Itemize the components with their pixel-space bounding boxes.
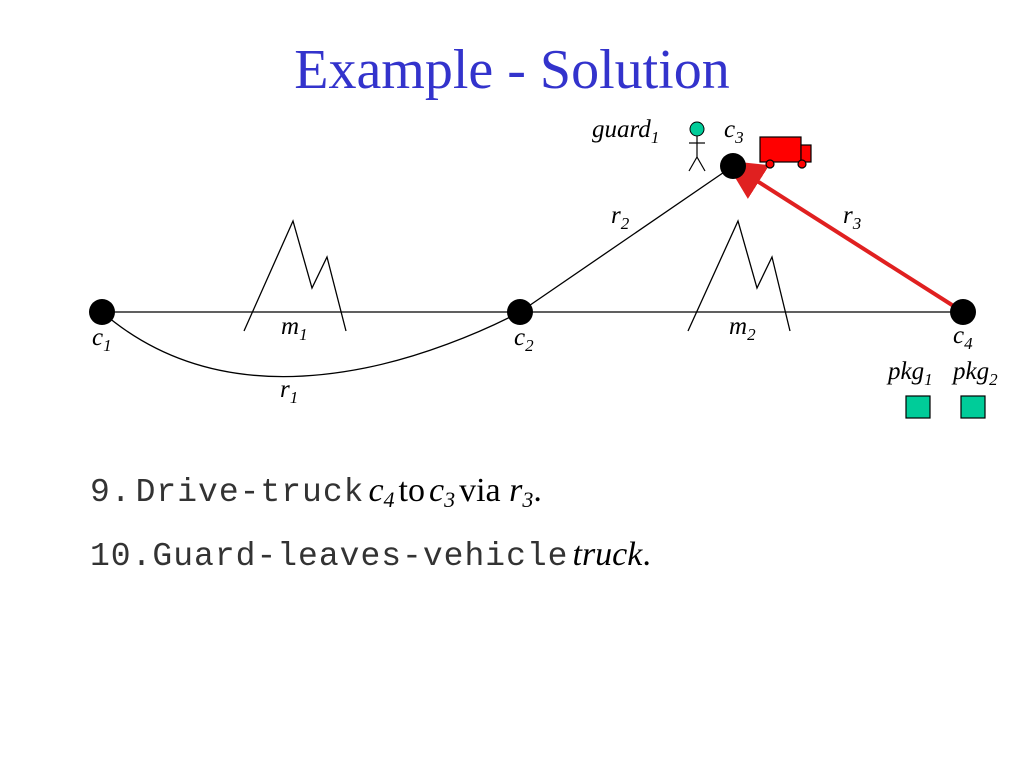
road-r2 — [519, 165, 734, 313]
truck-icon — [759, 136, 812, 169]
road-label-r2: r2 — [611, 202, 630, 233]
city-node-c1 — [89, 299, 115, 325]
city-node-c3 — [720, 153, 746, 179]
step-number: 9. — [90, 474, 132, 511]
mountain-label-m2: m2 — [729, 313, 756, 344]
solution-steps: 9. Drive-truck c4 to c3 via r3. 10.Guard… — [90, 472, 990, 600]
road-r3-highlight — [724, 160, 965, 314]
mountain-label-m1: m1 — [281, 313, 308, 344]
step-end: . — [533, 472, 542, 509]
step-arg-to: c3 — [429, 472, 456, 512]
node-label-c2: c2 — [514, 324, 534, 355]
package-label-1: pkg1 — [886, 358, 933, 389]
city-node-c4 — [950, 299, 976, 325]
node-label-c1: c1 — [92, 324, 112, 355]
step-end: . — [642, 536, 651, 573]
node-label-c4: c4 — [953, 322, 973, 353]
city-node-c2 — [507, 299, 533, 325]
road-label-r3: r3 — [843, 202, 861, 233]
guard-figure-icon — [688, 121, 706, 172]
step-arg-vehicle: truck — [572, 536, 643, 573]
package-box-1-icon — [905, 395, 931, 419]
step-action: Drive-truck — [135, 474, 365, 511]
node-label-c3: c3 — [724, 116, 744, 147]
step-arg-via: r3 — [509, 472, 534, 512]
mountain-m2 — [687, 219, 791, 332]
mountain-m1 — [243, 219, 347, 332]
step-9: 9. Drive-truck c4 to c3 via r3. — [90, 472, 990, 536]
package-box-2-icon — [960, 395, 986, 419]
road-label-r1: r1 — [280, 376, 298, 407]
step-word-to: to — [398, 472, 425, 509]
package-label-2: pkg2 — [951, 358, 998, 389]
road-r1 — [101, 311, 521, 378]
page-title: Example - Solution — [294, 39, 730, 101]
step-10: 10.Guard-leaves-vehicle truck. — [90, 536, 990, 600]
step-action: Guard-leaves-vehicle — [152, 538, 569, 575]
step-arg-from: c4 — [368, 472, 395, 512]
step-word-via: via — [459, 472, 501, 509]
step-number: 10. — [90, 538, 153, 575]
guard-label: guard1 — [592, 116, 659, 147]
